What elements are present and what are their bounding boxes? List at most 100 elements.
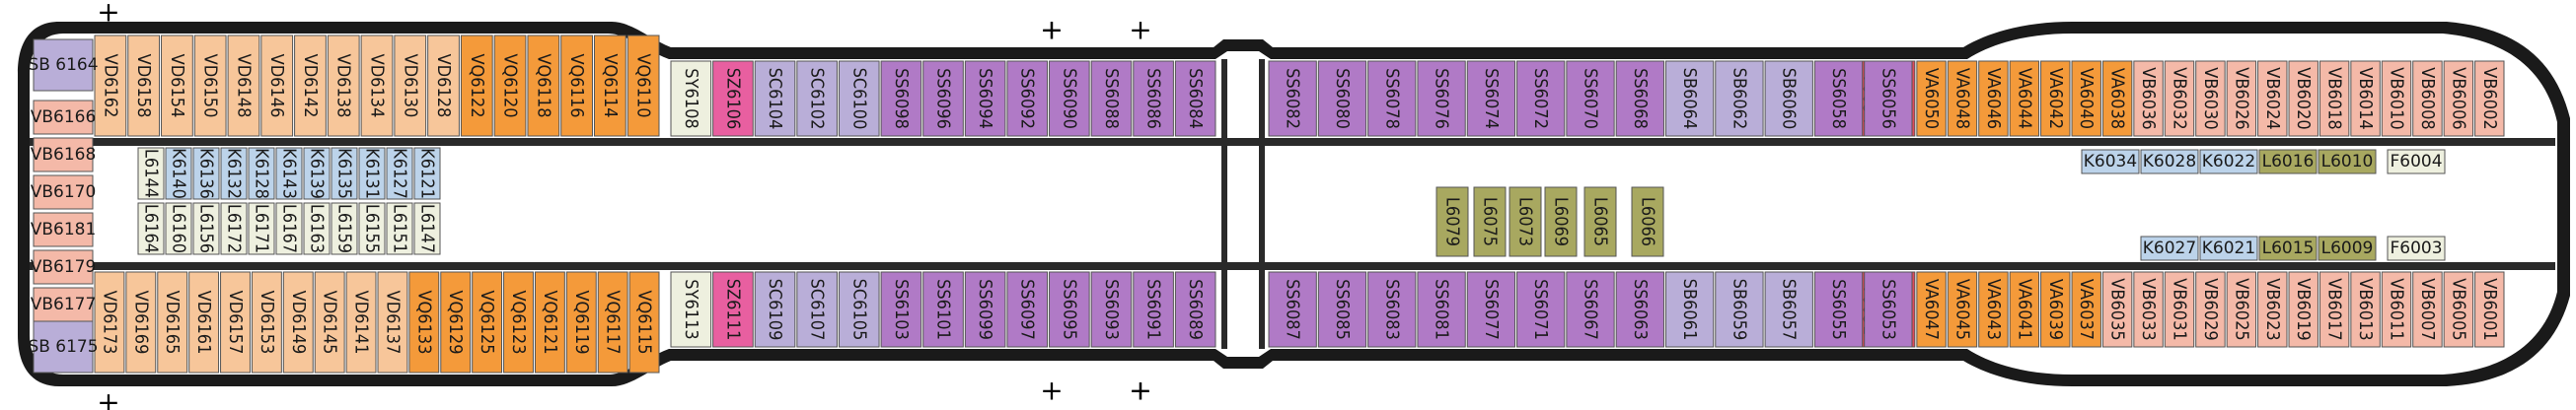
cabin-ss6082[interactable]: SS6082	[1268, 60, 1317, 137]
cabin-ss6058[interactable]: SS6058	[1813, 60, 1864, 137]
cabin-vb6007[interactable]: VB6007	[2412, 271, 2443, 348]
cabin-k6022[interactable]: K6022	[2199, 149, 2258, 174]
cabin-ss6096[interactable]: SS6096	[922, 60, 964, 137]
cabin-vq6133[interactable]: VQ6133	[408, 271, 440, 374]
cabin-ss6068[interactable]: SS6068	[1615, 60, 1664, 137]
cabin-vb6008[interactable]: VB6008	[2412, 60, 2443, 137]
cabin-l6065[interactable]: L6065	[1583, 186, 1617, 257]
cabin-va6048[interactable]: VA6048	[1947, 60, 1978, 137]
cabin-va6044[interactable]: VA6044	[2009, 60, 2040, 137]
cabin-l6144[interactable]: L6144	[137, 147, 165, 200]
cabin-vd6154[interactable]: VD6154	[161, 34, 193, 137]
cabin-vb6030[interactable]: VB6030	[2195, 60, 2226, 137]
cabin-vb6005[interactable]: VB6005	[2443, 271, 2474, 348]
cabin-va6042[interactable]: VA6042	[2040, 60, 2071, 137]
cabin-vq6119[interactable]: VQ6119	[565, 271, 597, 374]
cabin-k6027[interactable]: K6027	[2140, 236, 2199, 261]
cabin-vd6173[interactable]: VD6173	[94, 271, 125, 374]
cabin-ss6067[interactable]: SS6067	[1566, 271, 1615, 348]
cabin-sb6164[interactable]: SB 6164	[28, 38, 99, 92]
cabin-vb6011[interactable]: VB6011	[2381, 271, 2412, 348]
cabin-sb6062[interactable]: SB6062	[1715, 60, 1764, 137]
cabin-vb6019[interactable]: VB6019	[2288, 271, 2318, 348]
cabin-l6160[interactable]: L6160	[165, 202, 192, 255]
cabin-vb6025[interactable]: VB6025	[2226, 271, 2257, 348]
cabin-ss6080[interactable]: SS6080	[1317, 60, 1367, 137]
cabin-va6050[interactable]: VA6050	[1916, 60, 1947, 137]
cabin-ss6077[interactable]: SS6077	[1466, 271, 1516, 348]
cabin-l6159[interactable]: L6159	[331, 202, 358, 255]
cabin-vq6123[interactable]: VQ6123	[503, 271, 534, 374]
cabin-vb6035[interactable]: VB6035	[2101, 271, 2133, 348]
cabin-vb6017[interactable]: VB6017	[2318, 271, 2350, 348]
cabin-vb6032[interactable]: VB6032	[2164, 60, 2195, 137]
cabin-vd6141[interactable]: VD6141	[345, 271, 377, 374]
cabin-ss6070[interactable]: SS6070	[1566, 60, 1615, 137]
cabin-ss6056[interactable]: SS6056	[1864, 60, 1913, 137]
cabin-l6016[interactable]: L6016	[2258, 149, 2318, 174]
cabin-k6127[interactable]: K6127	[386, 147, 413, 200]
cabin-k6136[interactable]: K6136	[192, 147, 220, 200]
cabin-sc6105[interactable]: SC6105	[838, 271, 880, 348]
cabin-f6003[interactable]: F6003	[2387, 236, 2446, 261]
cabin-vd6130[interactable]: VD6130	[394, 34, 427, 137]
cabin-va6038[interactable]: VA6038	[2101, 60, 2133, 137]
cabin-l6171[interactable]: L6171	[248, 202, 275, 255]
cabin-sy6108[interactable]: SY6108	[670, 60, 712, 137]
cabin-l6066[interactable]: L6066	[1631, 186, 1664, 257]
cabin-vq6122[interactable]: VQ6122	[460, 34, 493, 137]
cabin-sc6104[interactable]: SC6104	[754, 60, 796, 137]
cabin-vb6181[interactable]: VB6181	[31, 212, 97, 247]
cabin-k6128[interactable]: K6128	[248, 147, 275, 200]
cabin-sc6100[interactable]: SC6100	[838, 60, 880, 137]
cabin-ss6099[interactable]: SS6099	[964, 271, 1006, 348]
cabin-l6015[interactable]: L6015	[2258, 236, 2318, 261]
cabin-l6156[interactable]: L6156	[192, 202, 220, 255]
cabin-l6155[interactable]: L6155	[358, 202, 386, 255]
cabin-ss6053[interactable]: SS6053	[1864, 271, 1913, 348]
cabin-vd6150[interactable]: VD6150	[193, 34, 227, 137]
cabin-k6132[interactable]: K6132	[220, 147, 248, 200]
cabin-ss6098[interactable]: SS6098	[880, 60, 922, 137]
cabin-vq6125[interactable]: VQ6125	[472, 271, 503, 374]
cabin-ss6078[interactable]: SS6078	[1367, 60, 1417, 137]
cabin-vd6128[interactable]: VD6128	[427, 34, 460, 137]
cabin-ss6071[interactable]: SS6071	[1516, 271, 1566, 348]
cabin-vb6020[interactable]: VB6020	[2288, 60, 2318, 137]
cabin-l6079[interactable]: L6079	[1435, 186, 1469, 257]
cabin-k6021[interactable]: K6021	[2199, 236, 2258, 261]
cabin-vd6157[interactable]: VD6157	[220, 271, 251, 374]
cabin-vb6170[interactable]: VB6170	[31, 174, 97, 210]
cabin-ss6085[interactable]: SS6085	[1317, 271, 1367, 348]
cabin-vb6177[interactable]: VB6177	[31, 287, 97, 322]
cabin-l6167[interactable]: L6167	[275, 202, 303, 255]
cabin-sb6057[interactable]: SB6057	[1764, 271, 1813, 348]
cabin-vq6114[interactable]: VQ6114	[593, 34, 626, 137]
cabin-vq6129[interactable]: VQ6129	[440, 271, 472, 374]
cabin-vb6014[interactable]: VB6014	[2350, 60, 2381, 137]
cabin-vb6002[interactable]: VB6002	[2474, 60, 2505, 137]
cabin-ss6094[interactable]: SS6094	[964, 60, 1006, 137]
cabin-vq6121[interactable]: VQ6121	[534, 271, 565, 374]
cabin-vb6010[interactable]: VB6010	[2381, 60, 2412, 137]
cabin-vb6006[interactable]: VB6006	[2443, 60, 2474, 137]
cabin-vb6031[interactable]: VB6031	[2164, 271, 2195, 348]
cabin-vd6138[interactable]: VD6138	[327, 34, 360, 137]
cabin-vq6116[interactable]: VQ6116	[560, 34, 593, 137]
cabin-vq6120[interactable]: VQ6120	[493, 34, 527, 137]
cabin-ss6083[interactable]: SS6083	[1367, 271, 1417, 348]
cabin-vq6115[interactable]: VQ6115	[628, 271, 660, 374]
cabin-vb6166[interactable]: VB6166	[31, 100, 97, 135]
cabin-l6073[interactable]: L6073	[1509, 186, 1542, 257]
cabin-vd6142[interactable]: VD6142	[294, 34, 327, 137]
cabin-ss6076[interactable]: SS6076	[1417, 60, 1466, 137]
cabin-vb6168[interactable]: VB6168	[31, 137, 97, 172]
cabin-ss6089[interactable]: SS6089	[1174, 271, 1216, 348]
cabin-vb6033[interactable]: VB6033	[2133, 271, 2164, 348]
cabin-vd6145[interactable]: VD6145	[314, 271, 345, 374]
cabin-vb6179[interactable]: VB6179	[31, 249, 97, 285]
cabin-l6163[interactable]: L6163	[303, 202, 331, 255]
cabin-k6140[interactable]: K6140	[165, 147, 192, 200]
cabin-sb6061[interactable]: SB6061	[1664, 271, 1715, 348]
cabin-vq6117[interactable]: VQ6117	[597, 271, 628, 374]
